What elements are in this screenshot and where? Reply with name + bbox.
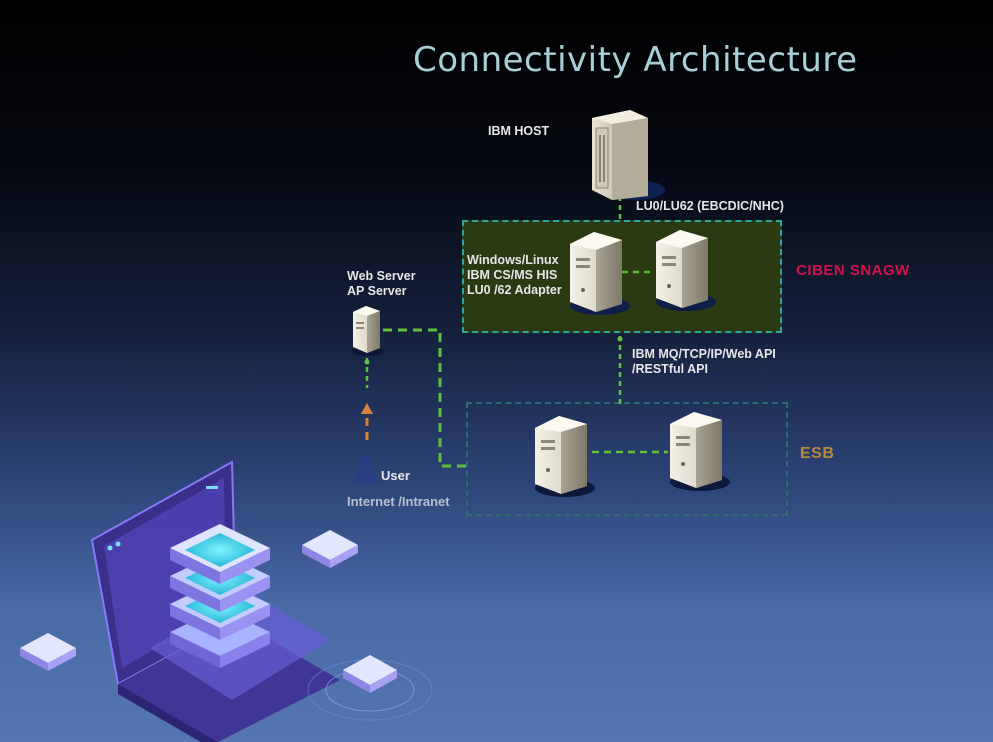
ibm-host-label: IBM HOST [488, 124, 550, 138]
web-server-label: Web Server [347, 269, 416, 283]
ibm-host-icon [592, 110, 665, 200]
esb-group [466, 402, 788, 516]
esb-label: ESB [800, 445, 835, 462]
snagw-esb-link-labels: IBM MQ/TCP/IP/Web API /RESTful API [632, 347, 776, 377]
snagw-description: Windows/Linux IBM CS/MS HIS LU0 /62 Adap… [467, 253, 562, 298]
floating-tile-1 [302, 530, 358, 568]
user-icon [354, 456, 378, 484]
snagw-server-2-icon [656, 230, 716, 311]
esb-server-1-icon [535, 416, 595, 497]
server-stack-illustration [170, 524, 270, 668]
web-server-labels: Web Server AP Server [347, 269, 416, 299]
page-title: Connectivity Architecture [413, 40, 858, 80]
ciben-snagw-label: CIBEN SNAGW [796, 262, 910, 279]
snagw-desc-line-3: LU0 /62 Adapter [467, 283, 562, 297]
web-esb-link [383, 328, 468, 468]
snagw-server-1-icon [570, 232, 630, 315]
user-label: User [381, 468, 410, 483]
snagw-desc-line-2: IBM CS/MS HIS [467, 268, 558, 282]
protocol-line-1: IBM MQ/TCP/IP/Web API [632, 347, 776, 361]
web-server-icon [352, 306, 384, 356]
network-label: Internet /Intranet [347, 494, 450, 509]
protocol-line-2: /RESTful API [632, 362, 708, 376]
snagw-desc-line-1: Windows/Linux [467, 253, 559, 267]
ap-server-label: AP Server [347, 284, 407, 298]
esb-server-2-icon [670, 412, 730, 491]
host-snagw-link-label: LU0/LU62 (EBCDIC/NHC) [636, 199, 784, 213]
floating-tile-2 [20, 633, 76, 671]
floating-tile-3 [307, 655, 433, 721]
